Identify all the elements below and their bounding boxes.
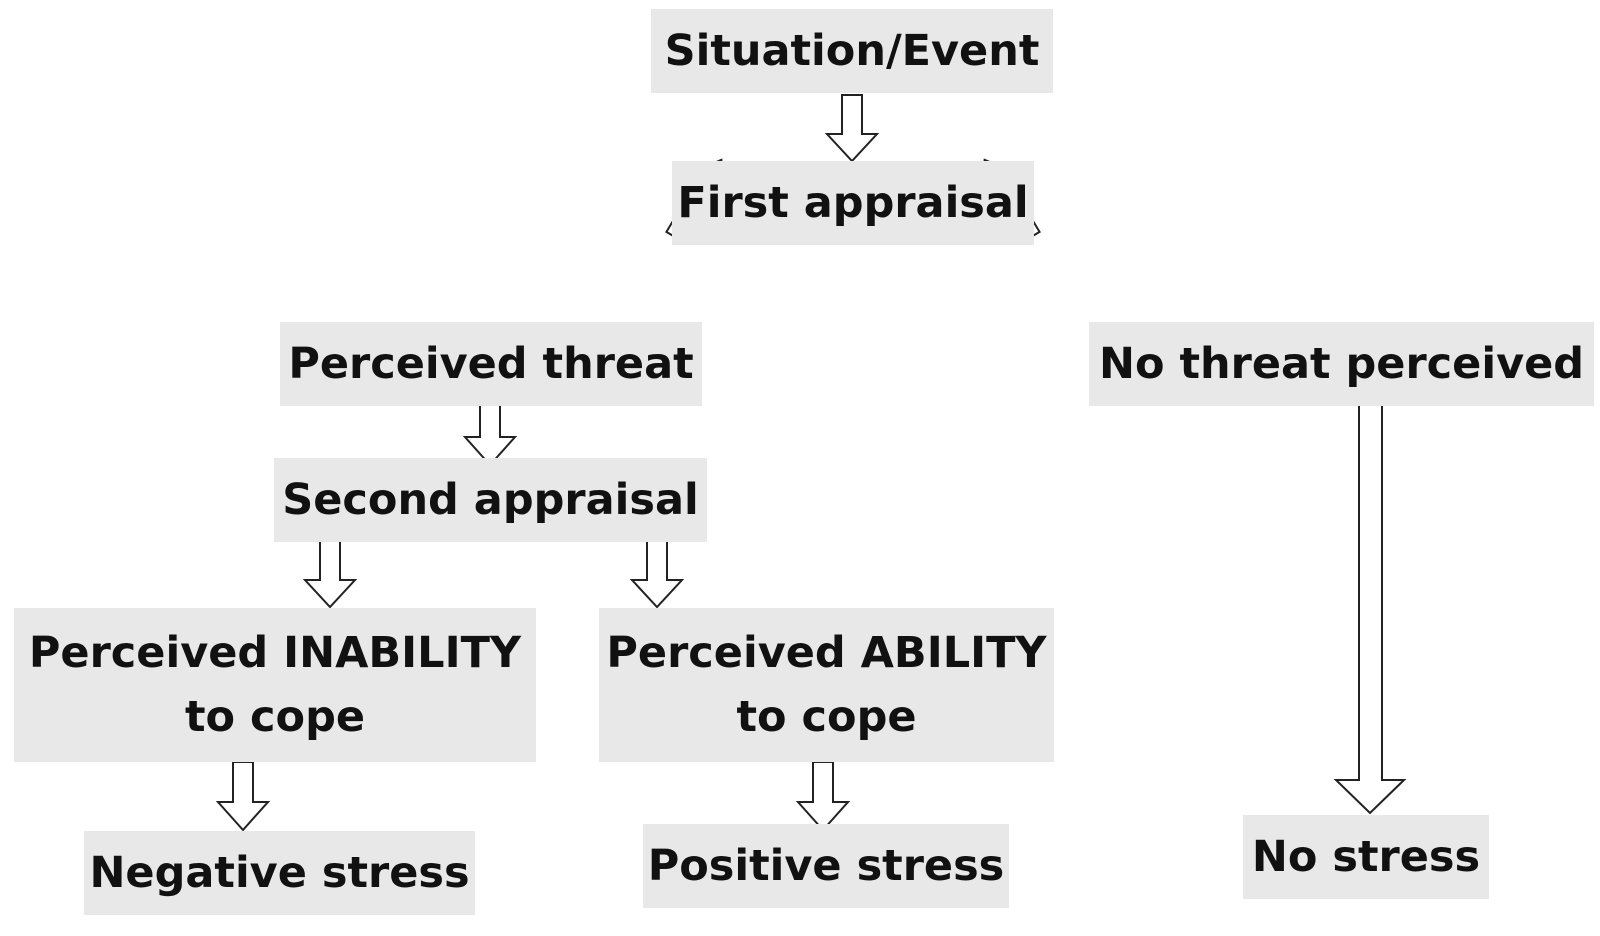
- node-perceived-threat: Perceived threat: [280, 322, 702, 406]
- node-perceived-ability: Perceived ABILITY to cope: [599, 608, 1054, 762]
- node-positive-stress: Positive stress: [643, 824, 1009, 908]
- node-first-appraisal: First appraisal: [672, 161, 1034, 245]
- arrow-nothreat-to-nostress: [1333, 404, 1407, 815]
- node-negative-stress: Negative stress: [84, 831, 475, 915]
- arrow-threat-to-second: [462, 397, 518, 467]
- arrow-situation-to-first: [824, 94, 880, 163]
- node-situation-event: Situation/Event: [651, 9, 1053, 93]
- arrow-inability-to-negative: [215, 761, 271, 832]
- arrow-second-to-ability: [629, 537, 685, 609]
- arrow-ability-to-positive: [795, 761, 851, 832]
- node-no-stress: No stress: [1243, 815, 1489, 899]
- arrow-second-to-inability: [302, 537, 358, 609]
- node-perceived-inability: Perceived INABILITY to cope: [14, 608, 536, 762]
- node-second-appraisal: Second appraisal: [274, 458, 707, 542]
- node-no-threat-perceived: No threat perceived: [1089, 322, 1594, 406]
